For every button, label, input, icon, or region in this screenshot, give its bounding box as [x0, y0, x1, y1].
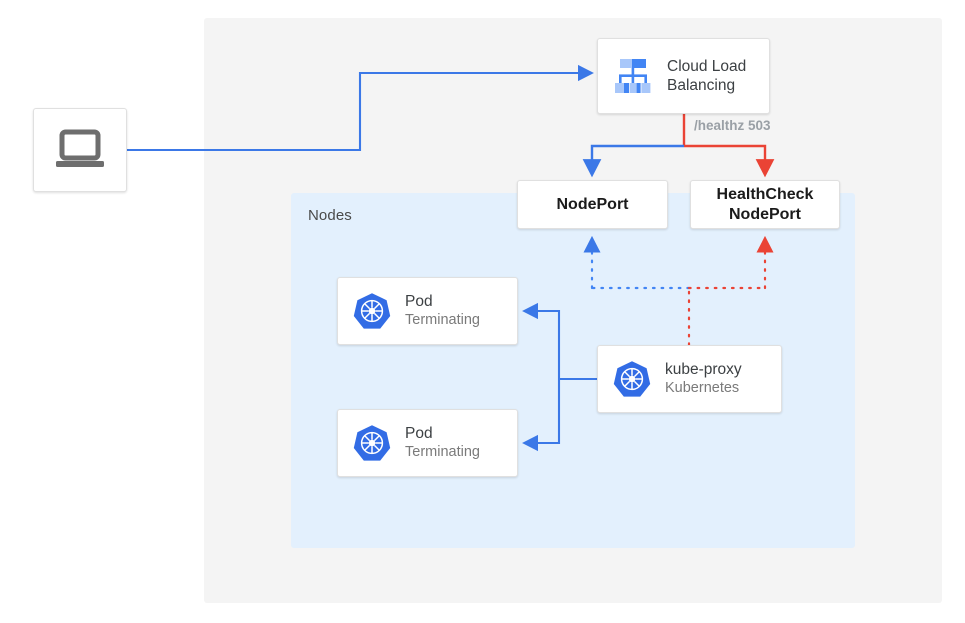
pod-2-title: Pod: [405, 425, 433, 443]
healthcheck-nodeport-node[interactable]: HealthCheck NodePort: [690, 180, 840, 229]
pod-1-title: Pod: [405, 293, 433, 311]
pod-1-row: Pod Terminating: [338, 278, 517, 344]
client-node[interactable]: [33, 108, 127, 192]
client-icon-wrap: [34, 109, 126, 191]
cloud-load-balancing-title-line1: Cloud Load: [667, 57, 747, 75]
kube-proxy-subtitle: Kubernetes: [665, 379, 740, 396]
pod-node-2[interactable]: Pod Terminating: [337, 409, 518, 477]
pod-1-text: Pod Terminating: [405, 292, 480, 329]
healthcheck-nodeport-line2: NodePort: [728, 205, 801, 223]
kubernetes-icon: [353, 425, 391, 461]
pod-1-status: Terminating: [405, 311, 480, 328]
kube-proxy-row: kube-proxy Kubernetes: [598, 346, 781, 412]
pod-2-status: Terminating: [405, 443, 480, 460]
kube-proxy-text: kube-proxy Kubernetes: [665, 360, 742, 397]
pod-2-row: Pod Terminating: [338, 410, 517, 476]
healthcheck-nodeport-label: HealthCheck NodePort: [691, 181, 839, 228]
kube-proxy-node[interactable]: kube-proxy Kubernetes: [597, 345, 782, 413]
cloud-load-balancing-title-line2: Balancing: [667, 77, 736, 94]
healthcheck-nodeport-line1: HealthCheck: [716, 185, 814, 203]
kube-proxy-title: kube-proxy: [665, 361, 742, 379]
pod-node-1[interactable]: Pod Terminating: [337, 277, 518, 345]
nodes-region-label: Nodes: [308, 207, 352, 224]
cloud-load-balancing-node[interactable]: Cloud Load Balancing: [597, 38, 770, 114]
cloud-load-balancing-icon: [615, 59, 651, 93]
nodeport-label: NodePort: [556, 195, 629, 213]
kubernetes-icon: [613, 361, 651, 397]
laptop-icon: [56, 129, 104, 167]
cloud-load-balancing-row: Cloud Load Balancing: [598, 39, 769, 113]
kubernetes-icon: [353, 293, 391, 329]
pod-2-text: Pod Terminating: [405, 424, 480, 461]
cloud-load-balancing-text: Cloud Load Balancing: [667, 57, 746, 95]
healthz-status-label: /healthz 503: [694, 118, 771, 133]
nodeport-node[interactable]: NodePort: [517, 180, 668, 229]
